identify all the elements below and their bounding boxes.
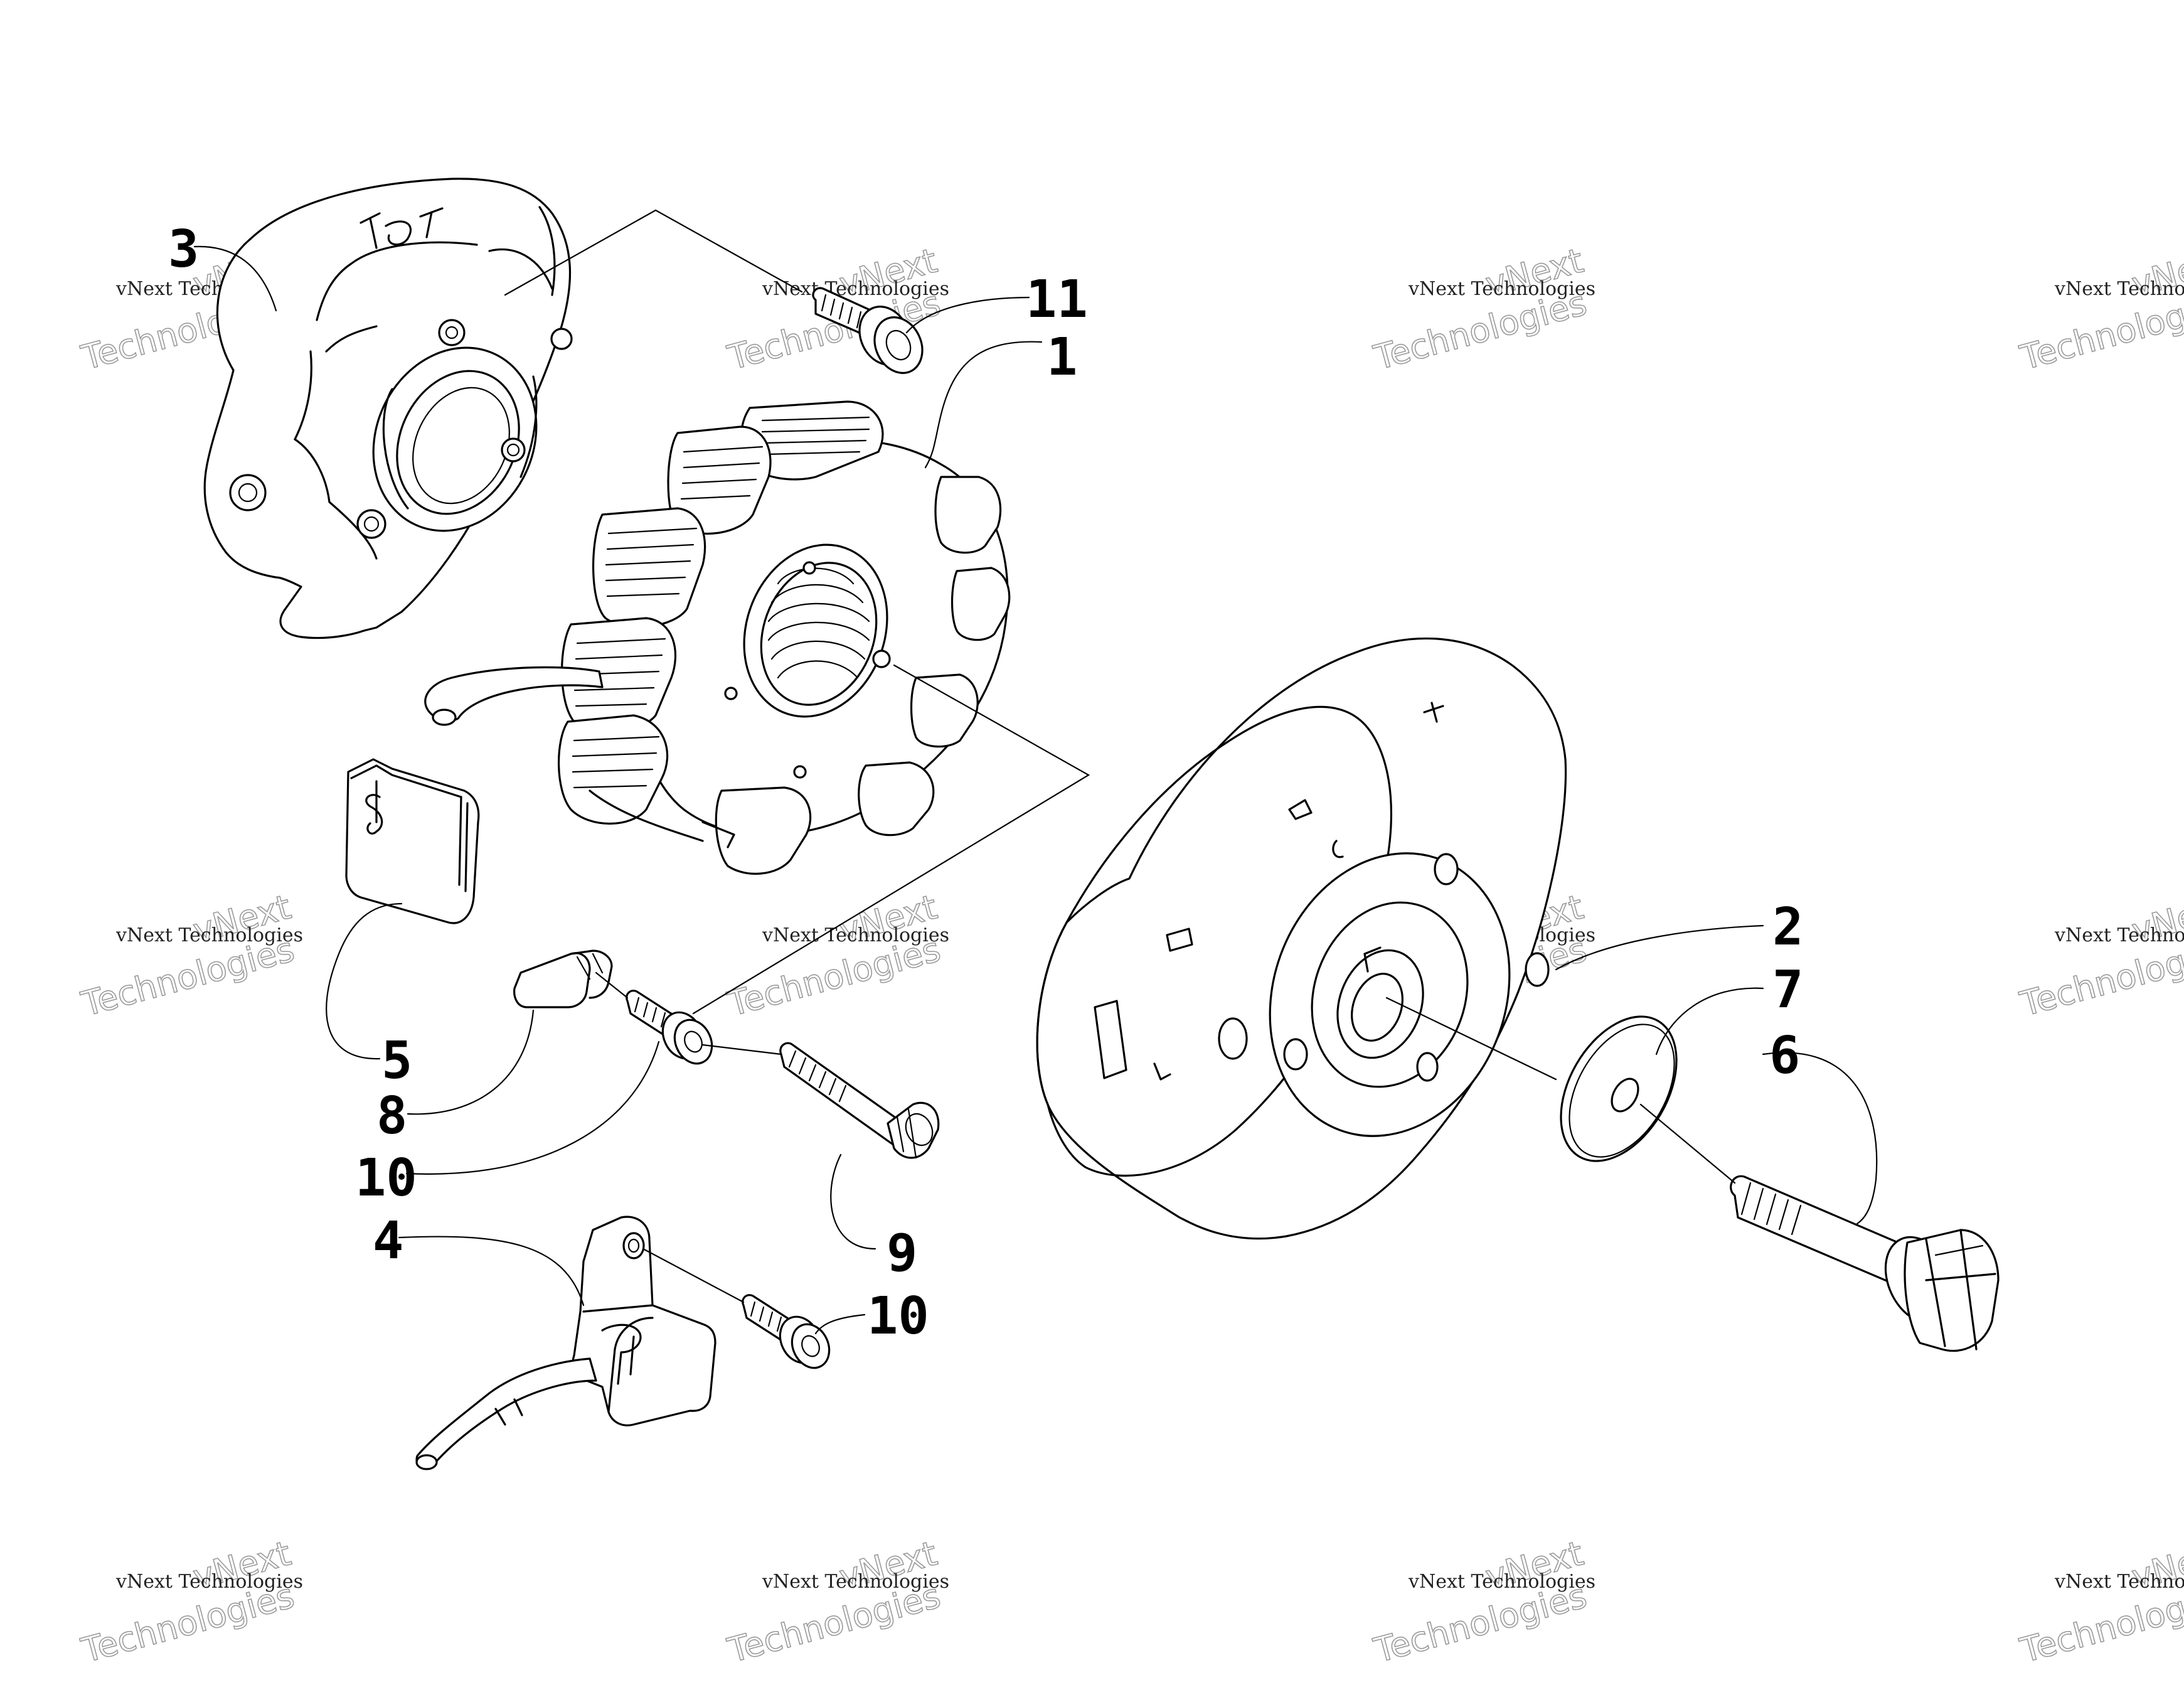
part-5-insulator-pad bbox=[345, 758, 480, 924]
leader-10a bbox=[405, 1040, 660, 1175]
watermark-brand-text: vNext Technologies bbox=[115, 924, 303, 946]
leader-10b bbox=[814, 1313, 866, 1335]
watermark-brand-text: vNext Technologies bbox=[1408, 1571, 1595, 1593]
part-4-pulser-sensor bbox=[415, 1216, 716, 1470]
callout-6: 6 bbox=[1769, 1026, 1800, 1086]
stator-coil-pads bbox=[557, 400, 1011, 875]
part-3-stator-cover bbox=[203, 178, 573, 639]
part-8-clip bbox=[513, 949, 613, 1008]
callout-7: 7 bbox=[1772, 960, 1803, 1020]
leader-7 bbox=[1655, 987, 1764, 1056]
leader-2 bbox=[1555, 924, 1764, 971]
part-6-flange-bolt bbox=[1730, 1175, 2000, 1352]
leader-1 bbox=[924, 341, 1043, 469]
callout-3: 3 bbox=[168, 220, 199, 279]
part-10-small-bolt-upper bbox=[626, 990, 713, 1065]
callout-11: 11 bbox=[1026, 270, 1088, 329]
leader-4 bbox=[398, 1236, 585, 1307]
part-2-flywheel-rotor bbox=[1036, 637, 1567, 1240]
part-1-stator bbox=[424, 400, 1011, 875]
watermark-brand-text: vNext Technologies bbox=[762, 924, 949, 946]
watermark-brand-text: vNext Technologies bbox=[2054, 278, 2184, 300]
part-11-bolt bbox=[812, 287, 924, 374]
leader-9 bbox=[830, 1153, 876, 1250]
watermark-brand-text: vNext Technologies bbox=[2054, 924, 2184, 946]
leader-8 bbox=[407, 1009, 535, 1115]
callout-labels: 3 11 1 2 7 6 5 8 10 9 4 10 bbox=[168, 220, 1803, 1346]
watermark-brand-text: vNext Technologies bbox=[1408, 278, 1595, 300]
leader-11 bbox=[905, 296, 1030, 334]
callout-8: 8 bbox=[376, 1086, 407, 1146]
callout-1: 1 bbox=[1047, 328, 1077, 387]
callout-5: 5 bbox=[381, 1031, 412, 1091]
leader-6 bbox=[1762, 1052, 1878, 1225]
callout-9: 9 bbox=[887, 1224, 917, 1283]
part-7-washer bbox=[1560, 1015, 1678, 1162]
callout-2: 2 bbox=[1772, 897, 1803, 957]
part-9-long-bolt bbox=[779, 1042, 940, 1159]
watermark-brand-text: vNext Technologies bbox=[762, 1571, 949, 1593]
callout-leaders bbox=[193, 245, 1878, 1335]
callout-4: 4 bbox=[373, 1211, 403, 1271]
part-10-small-bolt-lower bbox=[742, 1294, 831, 1369]
leader-3 bbox=[193, 245, 277, 312]
assembly-guide-lines bbox=[504, 209, 1736, 1303]
callout-10-upper: 10 bbox=[355, 1148, 417, 1208]
watermark-brand-text: vNext Technologies bbox=[2054, 1571, 2184, 1593]
callout-10-lower: 10 bbox=[867, 1286, 929, 1346]
watermark-brand-text: vNext Technologies bbox=[762, 278, 949, 300]
leader-5 bbox=[326, 902, 403, 1060]
watermark-brand-text: vNext Technologies bbox=[115, 1571, 303, 1593]
